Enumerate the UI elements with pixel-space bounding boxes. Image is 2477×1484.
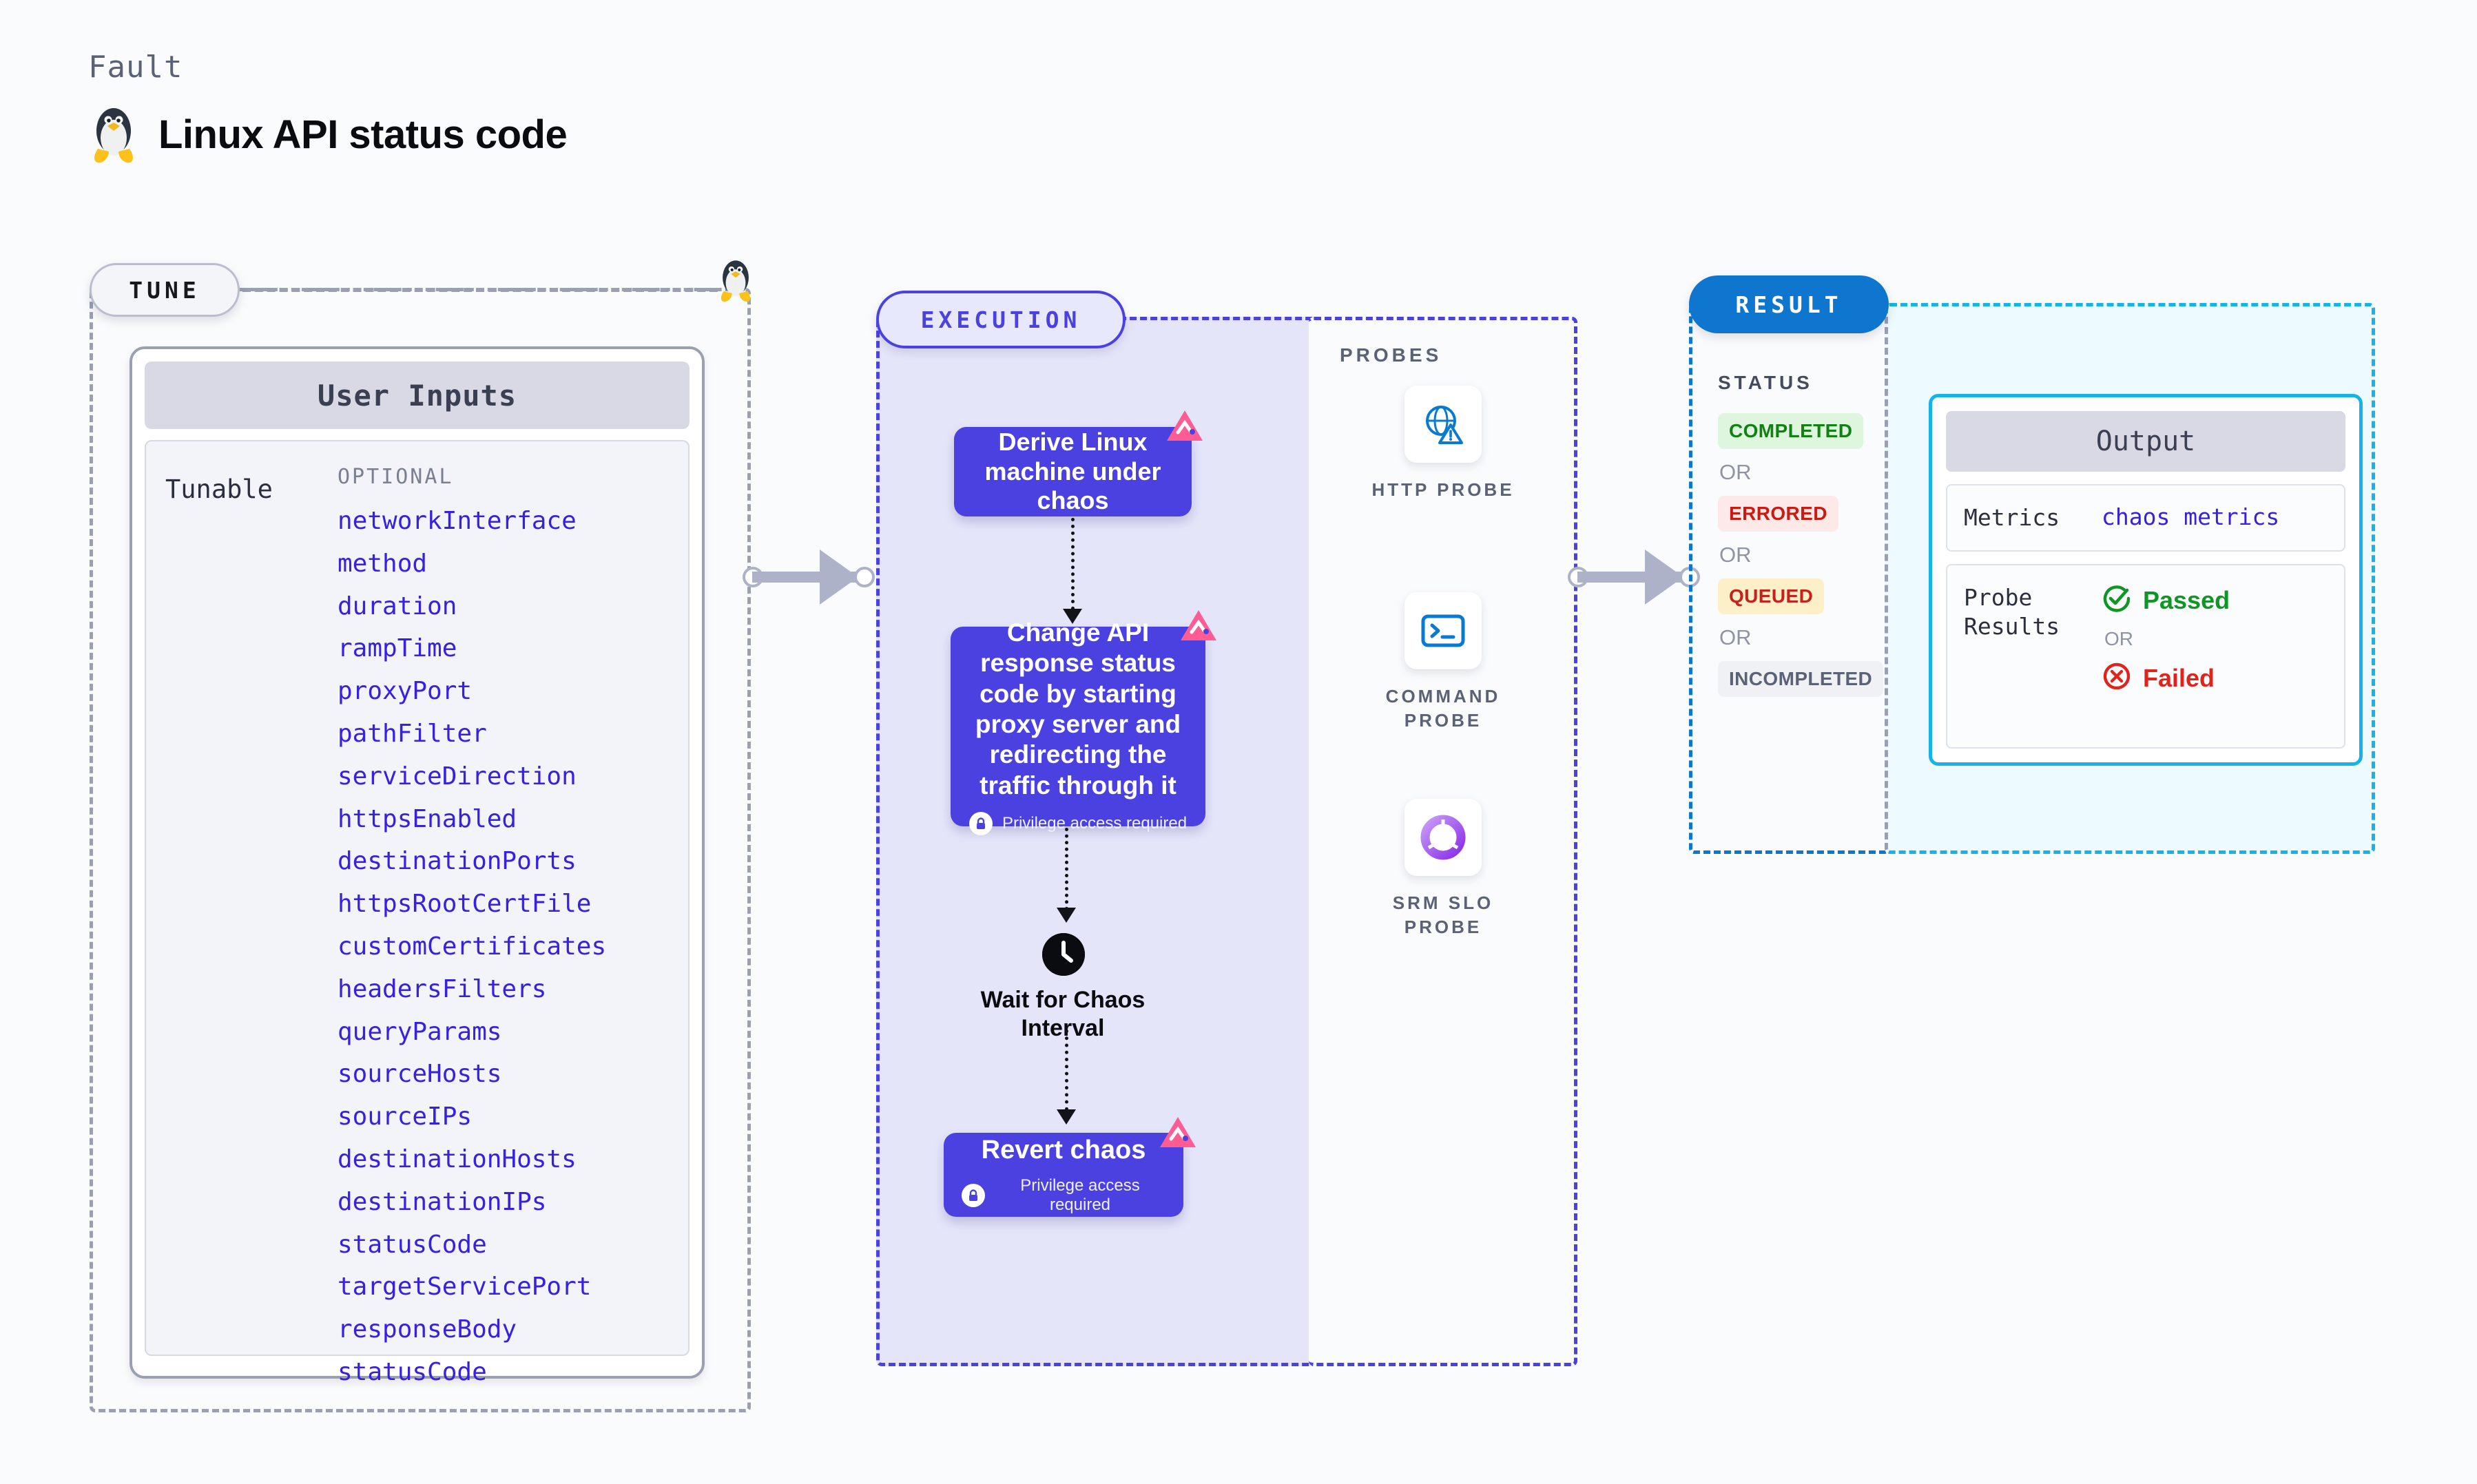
flow-arrowhead-2: [1057, 908, 1076, 923]
probes-title: PROBES: [1340, 344, 1442, 366]
user-inputs-title: User Inputs: [145, 362, 690, 429]
tunable-item[interactable]: proxyPort: [338, 677, 473, 706]
lock-icon: [962, 1183, 985, 1207]
tunable-item[interactable]: responseBody: [338, 1315, 517, 1344]
status-badge-list: COMPLETED OR ERRORED OR QUEUED OR INCOMPLETED: [1718, 413, 1884, 697]
output-row-metrics: Metrics chaos metrics: [1946, 484, 2345, 552]
x-circle-icon: [2102, 661, 2132, 695]
tunable-item[interactable]: httpsRootCertFile: [338, 890, 592, 919]
status-or-label: OR: [1719, 460, 1752, 484]
user-inputs-body: Tunable OPTIONAL networkInterface method d…: [145, 440, 690, 1385]
globe-warning-icon: [1405, 386, 1482, 463]
fault-label: Fault: [88, 50, 183, 85]
tunable-item[interactable]: pathFilter: [338, 719, 487, 748]
clock-icon: [1042, 933, 1085, 976]
tunable-item[interactable]: rampTime: [338, 634, 457, 663]
execution-node-change-status-code[interactable]: Change API response status code by start…: [951, 618, 1205, 836]
tunable-item[interactable]: statusCode: [338, 1357, 487, 1386]
litmus-chaos-icon: [1179, 609, 1218, 648]
probe-http[interactable]: HTTP PROBE: [1364, 386, 1522, 502]
tune-connector-dashed-line: [242, 288, 718, 292]
execution-badge[interactable]: EXECUTION: [876, 291, 1126, 348]
execution-node-label: Derive Linux machine under chaos: [984, 428, 1161, 515]
slo-donut-check-icon: [1405, 799, 1482, 876]
execution-node-label: Revert chaos: [981, 1135, 1146, 1164]
execution-node-derive[interactable]: Derive Linux machine under chaos: [954, 427, 1192, 516]
tunable-item[interactable]: headersFilters: [338, 974, 547, 1003]
chaos-metrics-link[interactable]: chaos metrics: [2102, 503, 2280, 530]
tunable-list: OPTIONAL networkInterface method duration r…: [338, 465, 669, 1385]
connector-arrowhead: [1645, 550, 1683, 605]
probe-passed-label: Passed: [2143, 585, 2230, 614]
connector-arrowhead: [820, 550, 858, 605]
probe-result-values: Passed OR Failed: [2102, 583, 2328, 729]
terminal-icon: [1405, 592, 1482, 669]
status-badge: ERRORED: [1718, 496, 1838, 532]
probe-label: HTTP PROBE: [1371, 479, 1515, 500]
output-card: Output Metrics chaos metrics Probe Resul…: [1929, 394, 2363, 766]
litmus-chaos-icon: [1159, 1116, 1197, 1155]
user-inputs-card: User Inputs Tunable OPTIONAL networkInte…: [129, 346, 705, 1385]
flow-arrow-1: [1071, 518, 1075, 610]
tunable-item[interactable]: destinationIPs: [338, 1187, 547, 1216]
tunable-item[interactable]: sourceHosts: [338, 1060, 502, 1089]
optional-label: OPTIONAL: [338, 465, 454, 489]
probe-result-or-label: OR: [2104, 628, 2133, 650]
flow-arrow-2: [1065, 828, 1068, 910]
execution-node-revert-chaos[interactable]: Revert chaos Privilege access required: [944, 1133, 1183, 1217]
privilege-access-note: Privilege access required: [962, 1176, 1165, 1215]
probe-result-failed: Failed: [2102, 661, 2328, 695]
privilege-access-note: Privilege access required: [968, 812, 1188, 836]
page-title: Linux API status code: [158, 112, 568, 157]
flow-arrowhead-1: [1063, 609, 1082, 624]
tunable-item[interactable]: targetServicePort: [338, 1273, 592, 1302]
probe-command[interactable]: COMMAND PROBE: [1364, 592, 1522, 733]
tunable-item[interactable]: destinationHosts: [338, 1145, 577, 1173]
tunable-item[interactable]: method: [338, 549, 428, 578]
connector-end-dot: [854, 567, 875, 587]
status-title: STATUS: [1718, 372, 1813, 393]
status-badge: COMPLETED: [1718, 413, 1864, 449]
output-row-probe-results: Probe Results Passed OR: [1946, 564, 2345, 749]
litmus-chaos-icon: [1165, 409, 1204, 448]
probe-label: SRM SLO PROBE: [1392, 892, 1494, 938]
wait-for-chaos-interval-label: Wait for Chaos Interval: [980, 987, 1146, 1041]
status-badge: INCOMPLETED: [1718, 661, 1884, 697]
execution-node-label: Change API response status code by start…: [975, 618, 1181, 800]
privilege-access-label: Privilege access required: [1002, 813, 1188, 833]
tunable-item[interactable]: sourceIPs: [338, 1102, 473, 1131]
tunable-item[interactable]: statusCode: [338, 1230, 487, 1259]
status-or-label: OR: [1719, 625, 1752, 649]
tunable-item[interactable]: customCertificates: [338, 932, 607, 961]
page-title-row: Linux API status code: [88, 103, 568, 165]
tunable-item[interactable]: httpsEnabled: [338, 804, 517, 833]
flow-arrow-3: [1065, 1030, 1068, 1111]
tunable-group-label: Tunable: [165, 474, 273, 504]
check-circle-icon: [2102, 583, 2132, 617]
probe-result-passed: Passed: [2102, 583, 2328, 617]
output-key: Metrics: [1964, 504, 2060, 531]
privilege-access-label: Privilege access required: [1020, 1175, 1140, 1214]
probe-failed-label: Failed: [2143, 663, 2215, 692]
lock-icon: [968, 812, 993, 836]
output-key: Probe Results: [1964, 584, 2060, 640]
status-badge: QUEUED: [1718, 578, 1825, 614]
tunable-item[interactable]: networkInterface: [338, 507, 577, 535]
tunable-item[interactable]: destinationPorts: [338, 847, 577, 876]
tunable-item[interactable]: queryParams: [338, 1017, 502, 1046]
flow-arrowhead-3: [1057, 1109, 1076, 1125]
result-badge[interactable]: RESULT: [1689, 275, 1889, 333]
probe-label: COMMAND PROBE: [1385, 686, 1501, 731]
output-title: Output: [1946, 411, 2345, 472]
tunable-item[interactable]: duration: [338, 592, 457, 620]
status-or-label: OR: [1719, 543, 1752, 567]
tunable-item[interactable]: serviceDirection: [338, 762, 577, 791]
tune-badge[interactable]: TUNE: [90, 263, 240, 317]
probe-srm-slo[interactable]: SRM SLO PROBE: [1364, 799, 1522, 939]
linux-penguin-icon: [88, 103, 139, 165]
linux-penguin-marker-icon: [716, 256, 755, 308]
